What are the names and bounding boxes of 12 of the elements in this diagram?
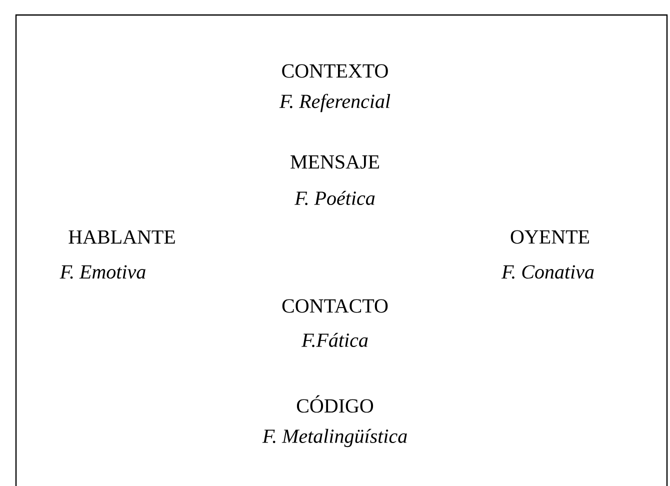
function-label: F. Conativa [501, 265, 594, 279]
function-label: F. Metalingüística [262, 428, 407, 448]
element-label: HABLANTE [68, 230, 175, 244]
element-label: MENSAJE [290, 155, 379, 169]
element-label: CONTEXTO [282, 64, 388, 78]
function-label: F. Poética [294, 190, 375, 206]
function-label: F.Fática [301, 332, 368, 348]
element-label: OYENTE [510, 230, 589, 244]
element-label: CÓDIGO [296, 395, 374, 413]
function-label: F. Referencial [279, 94, 390, 112]
element-label: CONTACTO [282, 299, 388, 313]
function-label: F. Emotiva [60, 265, 146, 279]
